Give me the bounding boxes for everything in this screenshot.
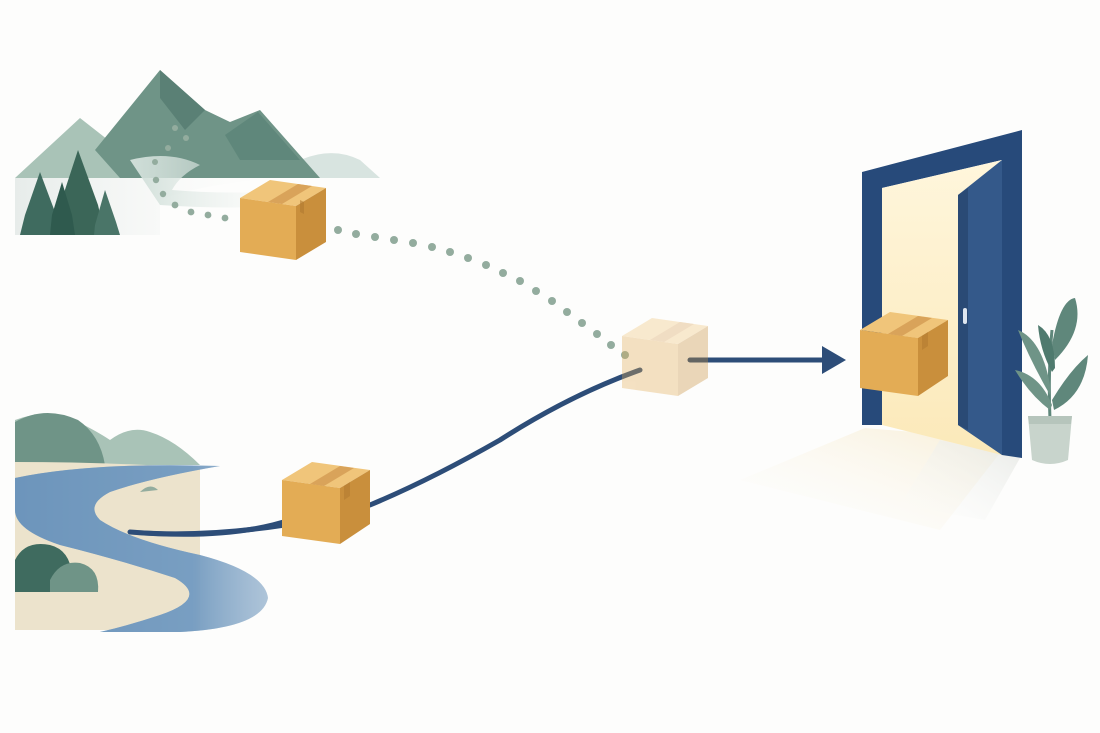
mountain-landscape-icon bbox=[15, 70, 380, 235]
package-box-icon bbox=[282, 462, 370, 544]
arrow-right-icon bbox=[687, 346, 846, 374]
mountain-trail-dots bbox=[152, 125, 229, 222]
potted-plant-icon bbox=[1015, 298, 1088, 464]
river-landscape-icon bbox=[15, 412, 268, 632]
package-box-icon bbox=[240, 180, 326, 260]
dotted-route bbox=[334, 226, 629, 359]
solid-route bbox=[127, 367, 643, 537]
package-box-icon bbox=[860, 312, 948, 396]
package-box-icon bbox=[622, 318, 708, 396]
open-door-icon bbox=[740, 130, 1022, 530]
